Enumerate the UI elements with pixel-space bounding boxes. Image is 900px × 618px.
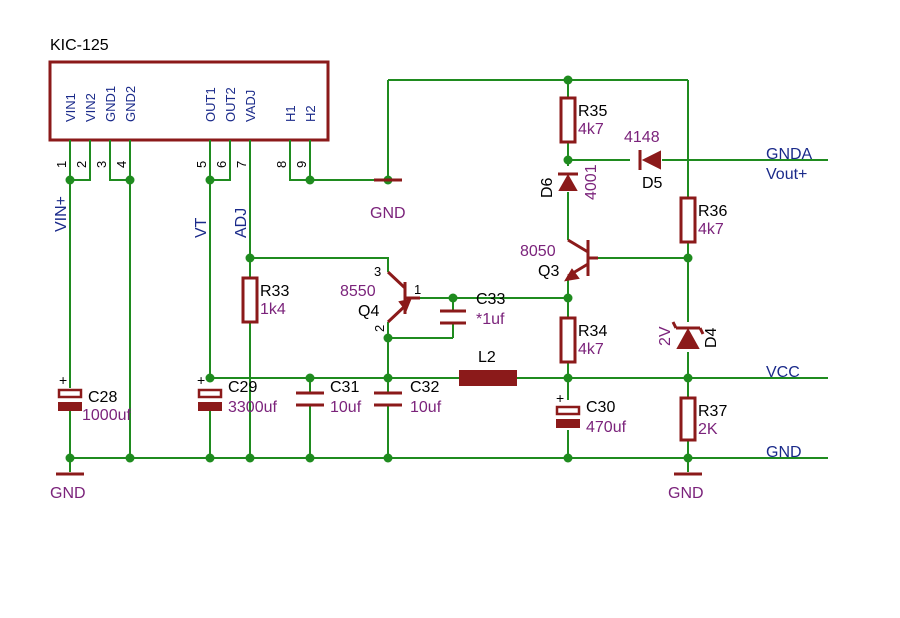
net-label-gnd-rail: GND — [766, 444, 802, 461]
q4-pin-1: 1 — [414, 282, 421, 297]
c31-value: 10uf — [330, 399, 362, 416]
gnd-label-right: GND — [668, 485, 704, 502]
resistor-r34: R34 4k7 — [559, 316, 607, 364]
r35-value: 4k7 — [578, 121, 604, 138]
ic-name: KIC-125 — [50, 37, 109, 54]
r37-value: 2K — [698, 421, 718, 438]
r37-name: R37 — [698, 403, 727, 420]
net-label-vout: Vout+ — [766, 166, 807, 183]
c32-value: 10uf — [410, 399, 442, 416]
gnd-symbol-left: GND — [50, 472, 86, 502]
pin-number-3: 3 — [94, 161, 109, 168]
resistor-r36: R36 4k7 — [679, 196, 727, 244]
resistor-r33: R33 1k4 — [241, 276, 289, 324]
q3-name: Q3 — [538, 263, 559, 280]
c33-name: C33 — [476, 291, 505, 308]
c30-name: C30 — [586, 399, 615, 416]
diode-d5: 4148 D5 — [624, 129, 663, 192]
pin-number-8: 8 — [274, 161, 289, 168]
c28-name: C28 — [88, 389, 117, 406]
diode-d4: 2V D4 — [657, 321, 720, 349]
d5-name: D5 — [642, 175, 663, 192]
ic-pin-labels: VIN1 VIN2 GND1 GND2 OUT1 OUT2 VADJ H1 H2 — [63, 86, 318, 122]
resistor-r37: R37 2K — [679, 396, 727, 442]
capacitor-c29: + C29 3300uf — [197, 372, 277, 416]
net-label-vt: VT — [193, 217, 210, 238]
pin-label-gnd2: GND2 — [123, 86, 138, 122]
diode-d6: D6 4001 — [539, 164, 600, 200]
d6-value: 4001 — [583, 164, 600, 200]
r33-value: 1k4 — [260, 301, 286, 318]
c33-value: *1uf — [476, 311, 505, 328]
c31-name: C31 — [330, 379, 359, 396]
pin-number-5: 5 — [194, 161, 209, 168]
q4-value: 8550 — [340, 283, 376, 300]
ic-pin-numbers: 1 2 3 4 5 6 7 8 9 — [54, 161, 309, 168]
net-label-gnda: GNDA — [766, 146, 813, 163]
c29-name: C29 — [228, 379, 257, 396]
pin-label-gnd1: GND1 — [103, 86, 118, 122]
pin-number-1: 1 — [54, 161, 69, 168]
d5-value: 4148 — [624, 129, 660, 146]
net-label-vcc: VCC — [766, 364, 800, 381]
capacitor-c31: C31 10uf — [296, 379, 362, 416]
l2-name: L2 — [478, 349, 496, 366]
r36-value: 4k7 — [698, 221, 724, 238]
gnd-symbol-right: GND — [668, 472, 704, 502]
pin-label-out1: OUT1 — [203, 87, 218, 122]
pin-label-h1: H1 — [283, 105, 298, 122]
r35-name: R35 — [578, 103, 607, 120]
c29-value: 3300uf — [228, 399, 277, 416]
c30-plus: + — [556, 390, 564, 406]
r34-value: 4k7 — [578, 341, 604, 358]
d6-name: D6 — [539, 177, 556, 198]
pin-label-vadj: VADJ — [243, 90, 258, 122]
pin-label-vin2: VIN2 — [83, 93, 98, 122]
pin-number-6: 6 — [214, 161, 229, 168]
capacitor-c33: C33 *1uf — [440, 291, 505, 328]
c28-value: 1000uf — [82, 407, 131, 424]
gnd-symbol-top: GND — [370, 178, 406, 222]
d4-name: D4 — [703, 327, 720, 348]
inductor-l2: L2 — [459, 349, 517, 386]
pin-label-h2: H2 — [303, 105, 318, 122]
net-label-vin: VIN+ — [53, 196, 70, 232]
pin-number-4: 4 — [114, 161, 129, 168]
transistor-q4: 3 1 2 8550 Q4 — [340, 264, 421, 332]
pin-label-out2: OUT2 — [223, 87, 238, 122]
ic-body — [48, 60, 330, 142]
gnd-label-left: GND — [50, 485, 86, 502]
capacitor-c32: C32 10uf — [374, 379, 442, 416]
pin-number-7: 7 — [234, 161, 249, 168]
r34-name: R34 — [578, 323, 607, 340]
net-label-adj: ADJ — [233, 208, 250, 238]
pin-number-2: 2 — [74, 161, 89, 168]
c32-name: C32 — [410, 379, 439, 396]
q4-pin-2: 2 — [372, 325, 387, 332]
c28-plus: + — [59, 372, 67, 388]
capacitor-c30: + C30 470uf — [555, 390, 627, 436]
r36-name: R36 — [698, 203, 727, 220]
c30-value: 470uf — [586, 419, 627, 436]
q4-name: Q4 — [358, 303, 379, 320]
capacitor-c28: + C28 1000uf — [57, 372, 131, 424]
junctions — [65, 75, 693, 463]
transistor-q3: 8050 Q3 — [520, 238, 598, 282]
resistor-r35: R35 4k7 — [559, 96, 607, 144]
c29-plus: + — [197, 372, 205, 388]
pin-number-9: 9 — [294, 161, 309, 168]
q3-value: 8050 — [520, 243, 556, 260]
q4-pin-3: 3 — [374, 264, 381, 279]
pin-label-vin1: VIN1 — [63, 93, 78, 122]
gnd-label-top: GND — [370, 205, 406, 222]
d4-value: 2V — [657, 326, 674, 346]
r33-name: R33 — [260, 283, 289, 300]
